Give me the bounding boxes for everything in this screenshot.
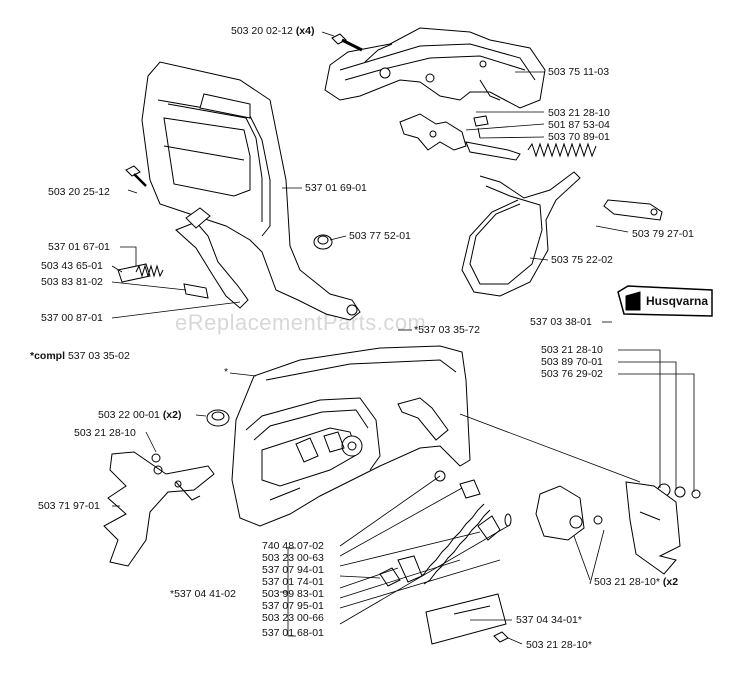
- part-label: 503 21 28-10: [548, 107, 610, 119]
- part-label: 503 23 00-63: [262, 552, 324, 564]
- tensioner-screw: [379, 470, 512, 587]
- screw-bracket: [593, 515, 603, 525]
- part-label: 537 00 87-01: [41, 312, 103, 324]
- hand-guard: [141, 61, 361, 321]
- bumper-spike: [103, 451, 215, 567]
- watermark: eReplacementParts.com: [175, 310, 427, 335]
- part-label: 537 01 68-01: [262, 627, 324, 639]
- screw-bumper: [151, 453, 161, 463]
- tensioner-stack: [657, 483, 701, 499]
- part-label: *compl 537 03 35-02: [30, 350, 130, 362]
- part-label: 537 03 38-01: [530, 316, 592, 328]
- part-label: 503 21 28-10: [74, 427, 136, 439]
- part-label: 503 71 97-01: [38, 500, 100, 512]
- guard-lever-parts: [117, 207, 249, 309]
- part-label: 740 48 07-02: [262, 540, 324, 552]
- brake-mechanism-plate: [324, 27, 546, 109]
- screw-bottom: [493, 631, 509, 643]
- part-label: 537 04 34-01*: [516, 614, 582, 626]
- part-label: 503 20 25-12: [48, 186, 110, 198]
- part-label: 503 79 27-01: [632, 228, 694, 240]
- part-label: 503 75 11-03: [548, 66, 610, 78]
- part-label: 503 83 81-02: [41, 276, 103, 288]
- part-label: 503 22 00-01 (x2): [98, 409, 182, 421]
- part-label: 503 75 22-02: [551, 254, 613, 266]
- part-label: 503 76 29-02: [541, 368, 603, 380]
- part-label: 503 21 28-10*: [526, 639, 592, 651]
- part-label: 503 89 70-01: [541, 356, 603, 368]
- part-label: 503 70 89-01: [548, 131, 610, 143]
- cover-plate: [425, 593, 507, 645]
- part-label: 501 87 53-04: [548, 119, 610, 131]
- guide-plate: [603, 199, 663, 221]
- part-label: 503 23 00-66: [262, 612, 324, 624]
- brake-spring: [527, 142, 597, 158]
- brake-lever: [399, 113, 521, 161]
- part-label: 503 21 28-10: [541, 344, 603, 356]
- clutch-cover: [231, 345, 471, 527]
- deflector-plate: [625, 481, 681, 575]
- husqvarna-logo-plate: [617, 285, 713, 317]
- part-label: 537 07 94-01: [262, 564, 324, 576]
- part-label: 537 01 69-01: [305, 182, 367, 194]
- part-label: *537 03 35-72: [414, 324, 480, 336]
- part-label: 537 01 74-01: [262, 576, 324, 588]
- brand-logo-text: Husqvarna: [646, 294, 709, 308]
- part-label: 503 77 52-01: [349, 230, 411, 242]
- washer-nut: [206, 409, 230, 427]
- part-label: 503 21 28-10* (x2: [594, 576, 679, 588]
- part-label: *537 04 41-02: [170, 588, 236, 600]
- part-label: 537 01 67-01: [48, 241, 110, 253]
- leader-lines: [111, 31, 695, 645]
- part-label-marker: *: [224, 366, 229, 378]
- part-label: 537 07 95-01: [262, 600, 324, 612]
- bolt-top: [331, 33, 363, 52]
- bushing: [313, 234, 333, 250]
- part-label: 503 99 83-01: [262, 588, 324, 600]
- adjuster-bracket: [535, 485, 585, 541]
- part-label: 503 43 65-01: [41, 260, 103, 272]
- brake-band: [461, 171, 581, 297]
- screw-guard: [125, 165, 147, 187]
- part-label: 503 20 02-12 (x4): [231, 25, 315, 37]
